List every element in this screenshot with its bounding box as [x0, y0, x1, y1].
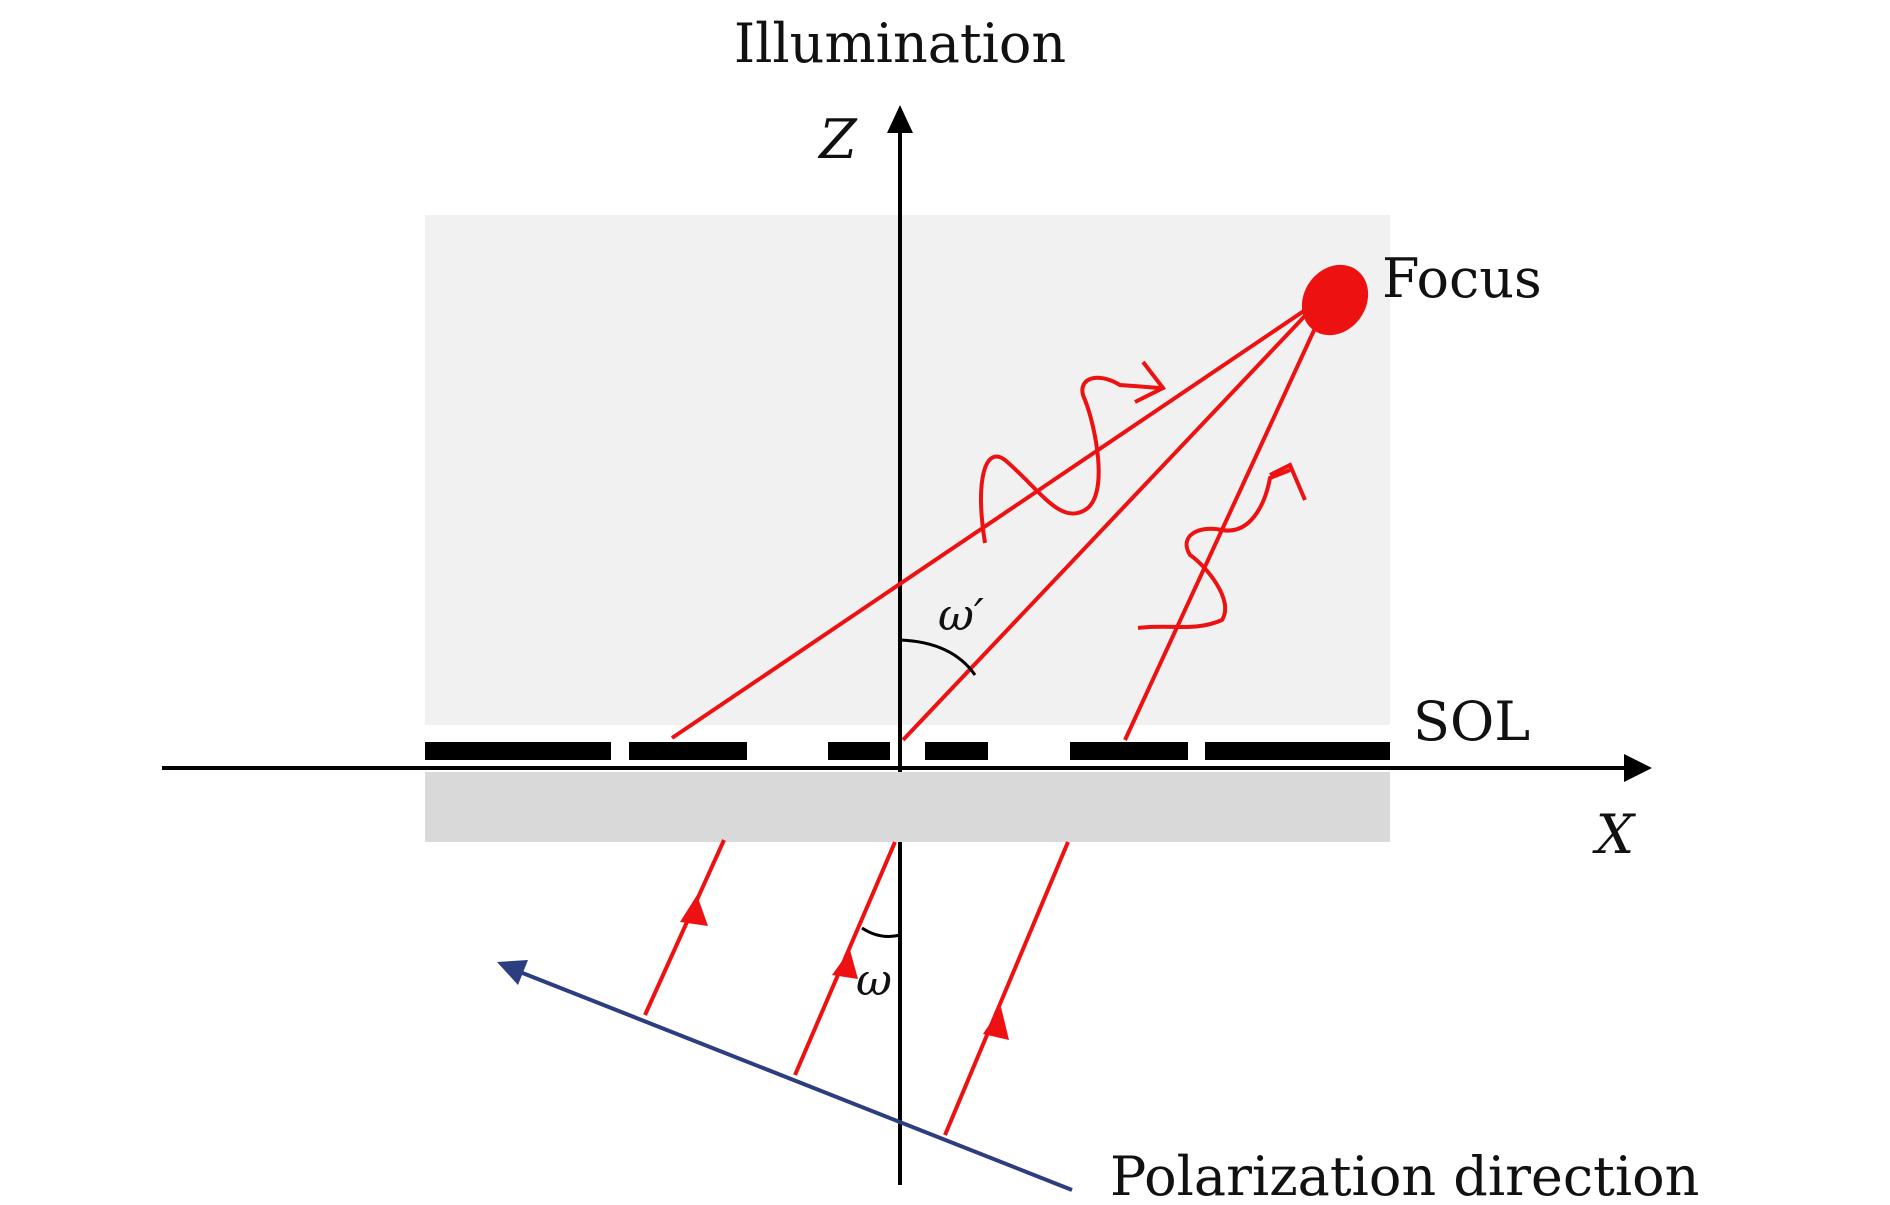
omega-arc — [861, 926, 901, 938]
incident-ray-arrowheads — [680, 895, 1009, 1040]
grating-segment — [425, 742, 611, 760]
grating-segment — [828, 742, 890, 760]
illumination-label: Illumination — [734, 12, 1066, 75]
polarization-arrow — [497, 960, 1073, 1192]
substrate-region — [425, 772, 1390, 842]
polarization-arrowhead — [497, 960, 528, 985]
focus-label: Focus — [1382, 247, 1542, 310]
sol-grating — [425, 742, 1390, 760]
grating-segment — [925, 742, 988, 760]
grating-segment — [1205, 742, 1390, 760]
upper-medium-region — [425, 215, 1390, 725]
grating-segment — [629, 742, 747, 760]
omega-prime-label: ω′ — [938, 590, 984, 641]
wave-arrow-lower — [1137, 462, 1307, 630]
incident-ray-left — [643, 839, 726, 1016]
focus-spot — [1301, 264, 1369, 336]
incident-arrowhead — [983, 1007, 1009, 1040]
ray-left — [670, 298, 1322, 740]
x-axis — [162, 754, 1652, 782]
ray-center — [901, 298, 1322, 742]
x-axis-label: X — [1592, 803, 1637, 866]
polarization-label: Polarization direction — [1110, 1145, 1699, 1205]
z-axis-arrowhead — [887, 105, 913, 133]
incident-ray-right — [943, 841, 1070, 1136]
incident-arrowhead — [832, 950, 858, 979]
grating-segment — [1070, 742, 1188, 760]
z-axis — [887, 105, 913, 1185]
x-axis-arrowhead — [1624, 754, 1652, 782]
omega-label: ω — [856, 955, 892, 1006]
z-axis-label: Z — [817, 108, 858, 171]
sol-label: SOL — [1413, 690, 1530, 753]
omega-prime-arc — [899, 638, 977, 676]
wave-arrow-upper — [979, 360, 1167, 544]
ray-right — [1123, 299, 1330, 741]
incident-arrowhead — [680, 895, 708, 926]
focused-rays — [670, 298, 1330, 742]
